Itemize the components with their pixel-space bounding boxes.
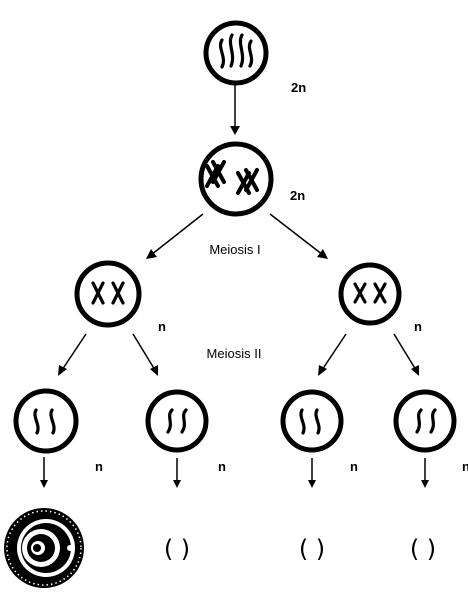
arrow-meiosis-one-right bbox=[269, 213, 328, 259]
gamete-2-membrane bbox=[145, 389, 209, 453]
egg-cell bbox=[4, 508, 84, 588]
gamete-cell-1 bbox=[13, 388, 79, 454]
arrow-meiosis-two-2 bbox=[132, 333, 158, 376]
meiosis-one-left-chromosomes bbox=[91, 281, 125, 305]
egg-nucleolus-core bbox=[33, 544, 41, 552]
gamete-cell-3 bbox=[280, 389, 344, 453]
meiosis-one-cell-right bbox=[338, 262, 402, 326]
gamete-1-membrane bbox=[13, 388, 79, 454]
gamete-4-membrane bbox=[393, 389, 457, 453]
replicated-cell-membrane bbox=[198, 141, 274, 217]
gamete-cell-2 bbox=[145, 389, 209, 453]
blank-product-1: ( ) bbox=[164, 535, 190, 563]
gamete-4-chromosomes bbox=[415, 408, 437, 434]
ploidy-label-parent: 2n bbox=[291, 80, 306, 95]
ploidy-label-replicated: 2n bbox=[290, 188, 305, 203]
ploidy-label-mi-right: n bbox=[414, 319, 422, 334]
parent-cell-membrane bbox=[203, 20, 269, 86]
blank-product-2: ( ) bbox=[299, 535, 325, 563]
arrow-meiosis-two-4 bbox=[393, 333, 419, 376]
ploidy-label-g4: n bbox=[462, 459, 468, 474]
gamete-3-chromosomes bbox=[299, 408, 321, 435]
arrow-final-1 bbox=[40, 457, 48, 488]
meiosis-two-label: Meiosis II bbox=[207, 346, 262, 361]
meiosis-one-cell-left bbox=[74, 260, 142, 328]
ploidy-label-g1: n bbox=[95, 459, 103, 474]
meiosis-one-left-membrane bbox=[74, 260, 142, 328]
ploidy-label-g2: n bbox=[218, 459, 226, 474]
meiosis-one-right-membrane bbox=[338, 262, 402, 326]
ploidy-label-mi-left: n bbox=[158, 319, 166, 334]
arrow-meiosis-two-1 bbox=[58, 333, 87, 376]
arrow-final-3 bbox=[308, 458, 316, 488]
replicated-cell-chromosomes bbox=[205, 160, 259, 195]
gamete-cell-4 bbox=[393, 389, 457, 453]
arrow-meiosis-two-3 bbox=[318, 333, 347, 376]
egg-corona-radiata bbox=[6, 510, 82, 586]
arrow-final-2 bbox=[173, 458, 181, 488]
meiosis-one-label: Meiosis I bbox=[209, 242, 260, 257]
meiosis-one-right-chromosomes bbox=[353, 282, 387, 304]
egg-polar-body bbox=[67, 545, 73, 551]
arrow-meiosis-one-left bbox=[146, 213, 204, 259]
gamete-3-membrane bbox=[280, 389, 344, 453]
arrow-interphase bbox=[230, 85, 240, 135]
gamete-1-chromosomes bbox=[33, 408, 56, 435]
replicated-cell bbox=[198, 141, 274, 217]
arrow-final-4 bbox=[421, 458, 429, 488]
parent-cell bbox=[203, 20, 269, 86]
ploidy-label-g3: n bbox=[350, 459, 358, 474]
gamete-2-chromosomes bbox=[166, 408, 188, 434]
parent-cell-chromosomes bbox=[218, 33, 254, 69]
blank-product-3: ( ) bbox=[410, 535, 436, 563]
